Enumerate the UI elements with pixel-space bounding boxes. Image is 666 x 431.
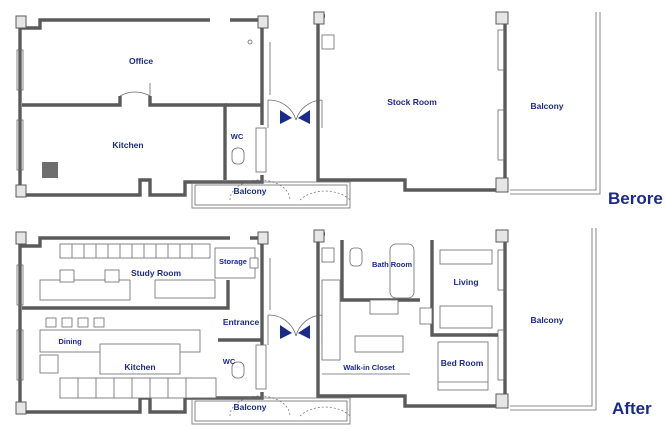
- sink: [321, 247, 335, 263]
- toilet: [231, 147, 245, 165]
- wc-cabinet: [255, 344, 267, 390]
- window: [16, 119, 24, 171]
- living-table: [439, 305, 493, 329]
- window: [497, 29, 505, 71]
- corridor-wall: [269, 42, 319, 95]
- study-cabinet: [154, 279, 216, 299]
- window: [16, 49, 24, 91]
- plan-title-before: Berore: [608, 189, 663, 208]
- room-label-kitchen: Kitchen: [112, 140, 143, 150]
- bathtub: [389, 243, 415, 299]
- balcony-railing: [510, 228, 593, 407]
- column: [313, 229, 325, 243]
- room-label-bed-room: Bed Room: [441, 358, 484, 368]
- before-plan: Office Kitchen WC Stock Room Balcony Bal…: [15, 11, 601, 209]
- bottom-balcony-rail: [194, 400, 348, 422]
- kitchen-island: [99, 343, 181, 375]
- bottom-balcony-rail: [194, 184, 348, 206]
- arrow-icon: [280, 325, 292, 339]
- room-label-storage: Storage: [219, 257, 247, 266]
- room-label-office: Office: [129, 56, 153, 66]
- kitchen-counter: [59, 377, 217, 399]
- after-plan: Study Room Storage Entrance Dining Kitch…: [15, 228, 597, 425]
- sofa: [439, 249, 493, 265]
- study-desk: [39, 279, 131, 301]
- partition-wall: [22, 280, 230, 310]
- sink: [321, 34, 335, 50]
- room-label-wc: WC: [223, 357, 236, 366]
- balcony-door-swing: [229, 179, 351, 201]
- closet-shelves: [321, 279, 341, 361]
- room-label-balcony-bottom: Balcony: [233, 402, 266, 412]
- kitchen-pillar: [39, 354, 59, 374]
- chair: [104, 269, 120, 283]
- room-label-balcony-bottom: Balcony: [233, 186, 266, 196]
- column: [495, 393, 509, 409]
- room-label-dining: Dining: [58, 337, 82, 346]
- room-label-living: Living: [453, 277, 478, 287]
- balcony-railing: [510, 12, 597, 191]
- room-label-walk-in-closet: Walk-in Closet: [343, 363, 395, 372]
- door-swing: [267, 99, 297, 128]
- room-label-wc: WC: [231, 132, 244, 141]
- study-bookshelf: [59, 243, 211, 259]
- column: [15, 15, 27, 29]
- washbasin: [369, 299, 399, 315]
- room-label-study-room: Study Room: [131, 268, 181, 278]
- column: [15, 231, 27, 245]
- column: [313, 11, 325, 25]
- column: [15, 184, 27, 198]
- plan-title-after: After: [612, 399, 652, 418]
- dining-chairs: [45, 317, 105, 328]
- balcony-railing: [510, 228, 597, 411]
- bottom-balcony: [191, 181, 351, 209]
- column: [495, 177, 509, 193]
- toilet: [349, 247, 363, 267]
- window: [497, 109, 505, 161]
- column: [257, 15, 269, 29]
- window: [16, 329, 24, 381]
- wc-cabinet: [255, 127, 267, 173]
- kitchen-pillar: [42, 162, 58, 178]
- toilet: [231, 361, 245, 379]
- column: [495, 229, 509, 243]
- room-label-balcony-right: Balcony: [530, 101, 563, 111]
- bottom-balcony: [191, 397, 351, 425]
- balcony-door-swing: [229, 395, 351, 417]
- room-label-balcony-right: Balcony: [530, 315, 563, 325]
- balcony-railing: [510, 12, 601, 195]
- arrow-icon: [298, 325, 310, 339]
- window: [16, 264, 24, 306]
- door-swing: [267, 314, 297, 345]
- column: [15, 401, 27, 415]
- window: [497, 249, 505, 291]
- column: [495, 11, 509, 25]
- arrow-icon: [298, 110, 310, 124]
- column: [257, 231, 269, 245]
- chair: [59, 269, 75, 283]
- corridor-wall: [269, 258, 319, 310]
- closet-island: [354, 335, 404, 353]
- arrow-icon: [280, 110, 292, 124]
- side-table: [419, 307, 433, 325]
- storage-sink: [249, 257, 259, 269]
- room-label-bath-room: Bath Room: [372, 260, 412, 269]
- room-label-entrance: Entrance: [223, 317, 260, 327]
- window: [497, 329, 505, 381]
- fixture: [247, 39, 253, 45]
- room-label-kitchen: Kitchen: [124, 362, 155, 372]
- door-swing: [119, 91, 151, 97]
- partition-wall: [22, 96, 227, 180]
- room-label-stock-room: Stock Room: [387, 97, 437, 107]
